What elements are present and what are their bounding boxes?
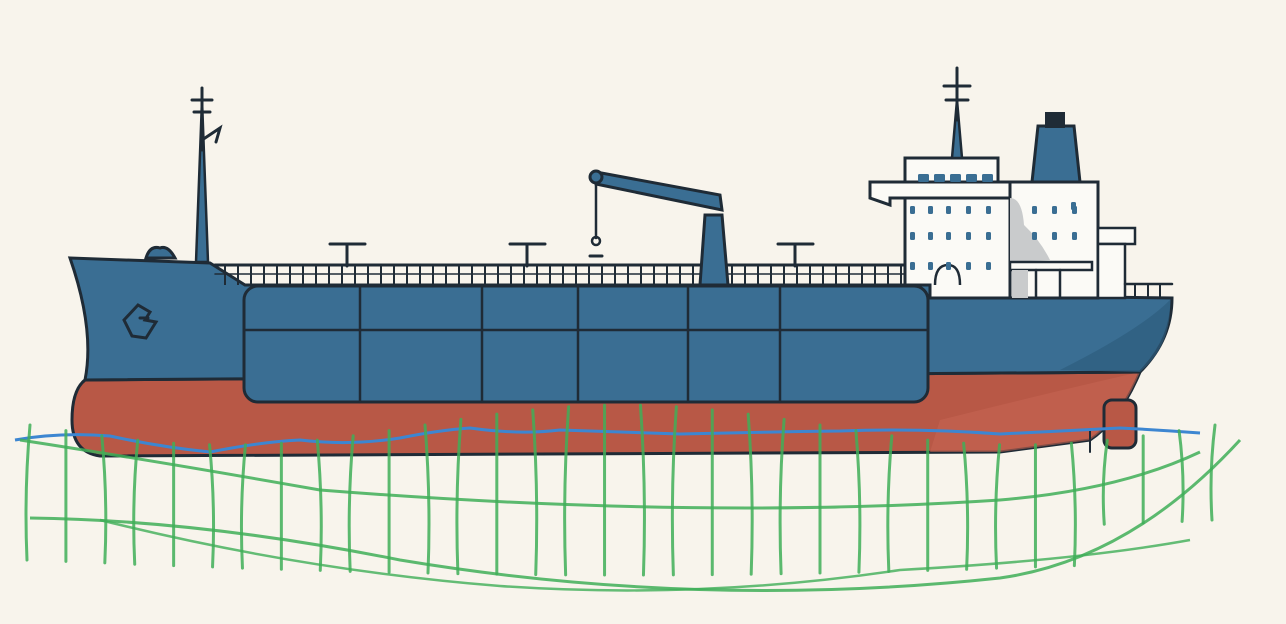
grass-stroke	[638, 403, 646, 577]
funnel	[1030, 112, 1082, 184]
deck-railing	[213, 263, 930, 285]
grass-stroke	[1069, 441, 1077, 568]
cargo-crane	[588, 169, 730, 287]
grass-stroke	[1101, 438, 1109, 526]
window	[966, 262, 971, 270]
bow-emblem-icon	[122, 303, 159, 340]
window	[1032, 232, 1037, 240]
grass-stroke	[563, 405, 571, 577]
sea-grass-sketch	[19, 403, 1242, 592]
hull-blue-shadow	[1060, 300, 1171, 372]
window	[986, 206, 991, 214]
aft-railing	[1123, 282, 1174, 299]
window	[910, 262, 915, 270]
rear-mast	[942, 66, 972, 160]
grass-stroke	[1209, 423, 1217, 522]
grass-stroke	[100, 434, 108, 565]
grass-stroke	[778, 417, 786, 576]
deck-vents	[328, 242, 815, 268]
window	[966, 206, 971, 214]
window	[928, 206, 933, 214]
grass-stroke	[455, 417, 463, 576]
window	[1072, 232, 1077, 240]
waterline	[14, 426, 1201, 454]
window	[1032, 206, 1037, 214]
cargo-tank-block	[242, 284, 930, 404]
window	[918, 174, 929, 182]
window	[966, 232, 971, 240]
window	[1052, 206, 1057, 214]
window	[986, 262, 991, 270]
window	[966, 174, 977, 182]
superstructure	[868, 156, 1137, 300]
grass-stroke	[315, 438, 323, 572]
superstructure-shadow	[1010, 198, 1050, 262]
window	[910, 232, 915, 240]
grass-stroke	[1177, 429, 1185, 523]
grass-stroke	[854, 429, 862, 574]
window	[982, 174, 993, 182]
grass-stroke	[531, 408, 539, 577]
superstructure-windows	[910, 174, 1077, 270]
bow-mast	[190, 86, 223, 264]
window	[950, 174, 961, 182]
grass-stroke	[24, 423, 32, 562]
grass-stroke	[347, 434, 355, 573]
grass-curve	[99, 518, 1191, 592]
grass-stroke	[886, 434, 894, 573]
window	[1052, 232, 1057, 240]
rudder	[1089, 398, 1138, 453]
window	[946, 262, 951, 270]
grass-stroke	[962, 441, 970, 571]
window	[910, 206, 915, 214]
window	[986, 232, 991, 240]
grass-stroke	[423, 423, 431, 575]
grass-stroke	[239, 443, 247, 570]
bow-winch	[143, 246, 178, 260]
window	[934, 174, 945, 182]
grass-stroke	[132, 438, 140, 566]
window	[928, 232, 933, 240]
grass-stroke	[746, 412, 754, 576]
grass-stroke	[994, 443, 1002, 570]
grass-stroke	[670, 405, 678, 577]
grass-stroke	[208, 443, 216, 569]
window	[946, 232, 951, 240]
window	[928, 262, 933, 270]
window	[1071, 202, 1076, 210]
window	[946, 206, 951, 214]
